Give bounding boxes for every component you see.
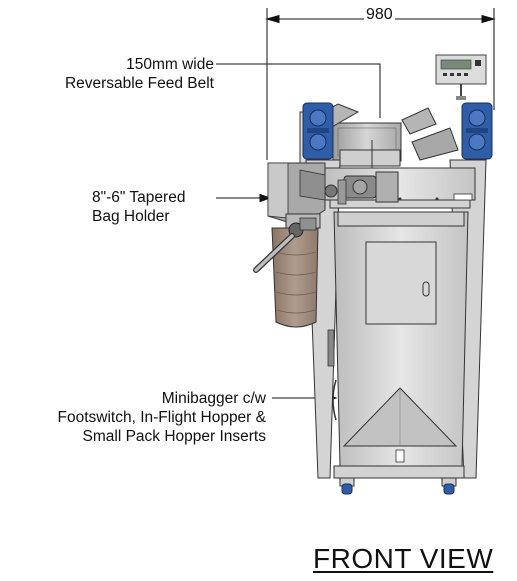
callout-feed-belt-line1: 150mm wide (126, 56, 214, 73)
drive-crossbeam (322, 167, 476, 209)
callout-feed-belt: 150mm wide Reversable Feed Belt (65, 55, 214, 93)
tapered-bag-holder (267, 162, 326, 229)
callout-minibagger-line2: Footswitch, In-Flight Hopper & (57, 409, 266, 426)
callout-feed-belt-line2: Reversable Feed Belt (64, 75, 214, 92)
width-dimension-label: 980 (364, 6, 395, 24)
callout-bag-holder: 8"-6" Tapered Bag Holder (92, 188, 241, 226)
callout-bag-holder-line1: 8"-6" Tapered (92, 189, 186, 206)
callout-bag-holder-line2: Bag Holder (92, 208, 170, 225)
minibagger-cabinet (333, 211, 469, 479)
castors (339, 477, 457, 495)
blue-motor-left (302, 102, 334, 160)
callout-minibagger: Minibagger c/w Footswitch, In-Flight Hop… (58, 389, 266, 446)
callout-minibagger-line1: Minibagger c/w (161, 390, 266, 407)
footswitch-cable (332, 379, 337, 421)
callout-minibagger-line3: Small Pack Hopper Inserts (82, 428, 267, 445)
bag-clamp-handle (253, 217, 317, 273)
cabinet-side-bracket (327, 329, 335, 367)
blue-motor-right (461, 102, 493, 160)
view-title: FRONT VIEW (313, 543, 494, 574)
weigh-indicator (435, 54, 487, 100)
bag (271, 227, 319, 328)
